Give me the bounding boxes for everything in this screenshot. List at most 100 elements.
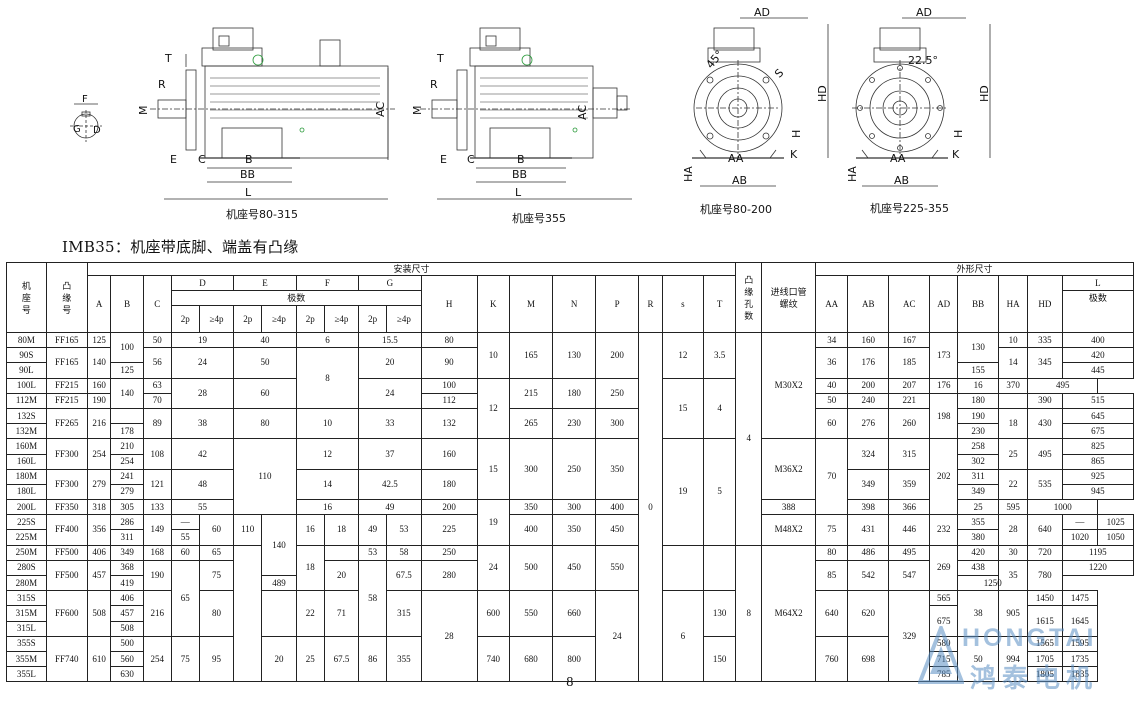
label-M-2: M xyxy=(411,106,424,116)
table-cell: 30 xyxy=(998,544,1029,561)
table-cell: 207 xyxy=(888,377,931,394)
label-T: T xyxy=(164,52,172,65)
table-cell: 825 xyxy=(1061,438,1135,455)
table-cell: M30X2 xyxy=(761,331,817,440)
table-cell: 6 xyxy=(661,590,704,683)
table-cell: 550 xyxy=(595,544,640,592)
table-cell: 300 xyxy=(508,438,554,501)
table-row: 180M FF300 279 241 121 48 14 42.5 180 34… xyxy=(6,468,1135,501)
table-cell: 90L xyxy=(6,362,47,379)
table-cell: 925 xyxy=(1061,468,1135,485)
table-cell: 8 xyxy=(735,544,763,683)
table-cell: 1595 xyxy=(1061,635,1099,652)
table-cell: 4 xyxy=(702,377,737,440)
col-N: N xyxy=(552,275,597,333)
label-BB: BB xyxy=(240,168,255,181)
table-cell: 230 xyxy=(957,423,1000,440)
table-cell: 675 xyxy=(1061,423,1135,440)
poles-header: 极数 xyxy=(170,290,422,306)
table-cell: 95 xyxy=(198,635,235,683)
table-cell: 24 xyxy=(595,590,640,683)
label-M: M xyxy=(137,106,150,116)
table-cell: 130 xyxy=(957,331,1000,364)
table-cell: 80 xyxy=(815,544,849,561)
table-cell: 400 xyxy=(508,514,554,546)
table-cell: 366 xyxy=(888,499,931,516)
col-F: F xyxy=(295,275,360,291)
table-cell: 280S xyxy=(6,559,47,577)
table-cell: — xyxy=(661,544,704,592)
E-2p: 2p xyxy=(233,305,263,333)
col-T: T xyxy=(702,275,737,333)
table-cell: 160M xyxy=(6,438,47,455)
E-4p: ≥4p xyxy=(261,305,297,333)
table-cell: 24 xyxy=(476,544,510,592)
table-cell: 75 xyxy=(170,635,200,683)
table-cell: 42.5 xyxy=(358,468,422,501)
col-HA: HA xyxy=(998,275,1029,333)
table-cell: 100L xyxy=(6,377,47,394)
table-cell: 12 xyxy=(295,438,360,470)
table-cell: 740 xyxy=(476,635,510,683)
table-cell: 445 xyxy=(1061,362,1135,379)
table-row: 355S FF740 610 500 254 75 95 20 25 67.5 … xyxy=(6,635,1134,683)
col-P: P xyxy=(595,275,640,333)
label-B-2: B xyxy=(517,153,525,166)
table-cell: FF350 xyxy=(45,499,88,516)
table-cell: 67.5 xyxy=(323,635,360,683)
table-cell: 315M xyxy=(6,605,47,622)
table-cell: 50 xyxy=(815,392,849,409)
table-row: 250M FF500 406 349 168 60 65 170 18 53 5… xyxy=(6,544,1135,683)
table-cell: 1805 xyxy=(1027,666,1063,683)
table-cell: 1220 xyxy=(1061,559,1135,577)
table-cell: 24 xyxy=(170,347,235,379)
table-cell: 547 xyxy=(888,559,931,592)
col-s: s xyxy=(661,275,704,333)
table-cell: 12 xyxy=(476,377,510,440)
table-cell: 50 xyxy=(957,635,1000,683)
table-cell: 315 xyxy=(888,438,931,470)
table-cell: 53 xyxy=(358,544,388,561)
table-cell: 86 xyxy=(358,635,388,683)
table-cell: 24 xyxy=(358,377,422,409)
table-cell: 565 xyxy=(929,590,959,607)
F-4p: ≥4p xyxy=(323,305,360,333)
table-cell: FF500 xyxy=(45,544,88,561)
table-cell: 180M xyxy=(6,468,47,485)
end-view-80-200: AD 45° S HD H K AA AB HA 机座号80-200 xyxy=(682,6,829,216)
table-cell: 390 xyxy=(1027,392,1063,409)
table-cell: 48 xyxy=(170,468,235,501)
table-cell: 58 xyxy=(386,544,422,561)
table-cell: 160 xyxy=(420,438,478,470)
table-cell: 1835 xyxy=(1061,666,1099,683)
label-AA-2: AA xyxy=(890,152,906,165)
table-cell: 315 xyxy=(386,590,422,637)
table-cell: 25 xyxy=(295,635,325,683)
table-cell: 645 xyxy=(1061,407,1135,425)
table-cell: 232 xyxy=(929,514,959,546)
table-cell: 33 xyxy=(358,407,422,440)
table-cell: 49 xyxy=(358,514,388,546)
table-cell: 125 xyxy=(86,331,112,349)
table-cell: 67.5 xyxy=(386,559,422,592)
table-cell: 18 xyxy=(998,407,1029,440)
col-thread: 进线口管螺纹 xyxy=(761,262,817,333)
table-cell: 324 xyxy=(847,438,890,470)
table-cell: FF300 xyxy=(45,438,88,470)
table-cell: 16 xyxy=(295,514,325,546)
table-cell: 994 xyxy=(998,635,1029,683)
table-cell: 155 xyxy=(957,362,1000,379)
table-cell: 1705 xyxy=(1027,650,1063,668)
table-row: 315M 457 675 1615 1645 xyxy=(6,605,1134,637)
table-cell: 50 xyxy=(233,347,297,379)
table-cell: 71 xyxy=(323,590,360,637)
table-cell: 19 xyxy=(661,438,704,546)
table-cell: 431 xyxy=(847,514,890,546)
table-cell: 133 xyxy=(142,499,172,516)
table-cell: 49 xyxy=(358,499,422,516)
table-cell: 8 xyxy=(295,347,360,409)
table-cell: 20 xyxy=(323,559,360,592)
table-cell: 42 xyxy=(170,438,235,470)
table-cell: 202 xyxy=(929,438,959,516)
table-cell: 216 xyxy=(142,590,172,637)
